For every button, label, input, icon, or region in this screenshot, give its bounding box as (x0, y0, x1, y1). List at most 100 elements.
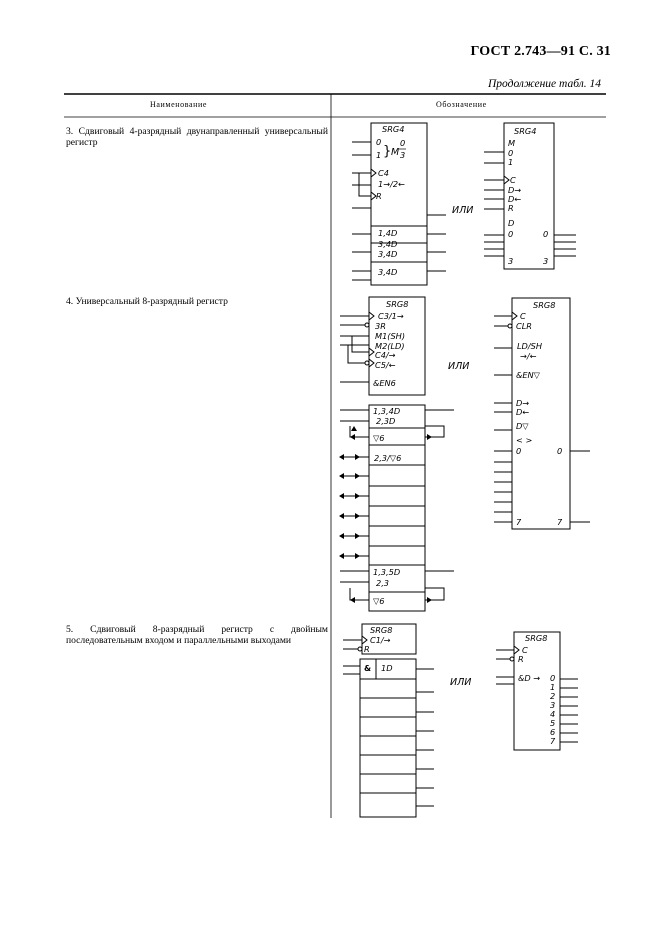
row4-right-clr: CLR (516, 321, 532, 331)
row3-right-c: C (510, 175, 516, 185)
row5-left-and: & (364, 663, 371, 673)
row4-right-d-tri: D▽ (516, 421, 529, 431)
or-label-row4: ИЛИ (448, 361, 469, 372)
row5-right-out-4: 4 (550, 709, 555, 719)
row5-left-symbol (343, 623, 434, 818)
row5-left-labels: SRG8 C1/→ R & 1D (364, 625, 393, 673)
row3-right-d-right: D→ (508, 185, 521, 195)
row3-right-symbol (484, 122, 576, 270)
row5-right-out-7: 7 (550, 736, 556, 746)
or-label-row5: ИЛИ (450, 677, 471, 688)
row4-left-bidir: 2,3/▽6 (374, 453, 401, 463)
row3-right-labels: SRG4 M 0 1 C D→ D← R D 0 0 3 3 (508, 126, 548, 266)
column-header-designation: Обозначение (436, 100, 487, 109)
row3-left-reset: R (376, 191, 382, 201)
row5-right-symbol (496, 631, 578, 751)
row3-left-mode-in-1: 1 (376, 150, 381, 160)
row4-left-top-cell-2: 2,3D (376, 416, 395, 426)
row3-left-shift: 1→/2← (378, 179, 405, 189)
row4-left-r: 3R (375, 321, 386, 331)
or-label-row3: ИЛИ (452, 205, 473, 216)
row3-left-symbol (352, 122, 446, 286)
row3-left-clock: C4 (378, 168, 389, 178)
table-grid (64, 93, 606, 818)
row4-left-arrows (339, 426, 432, 603)
row5-right-out-0: 0 (550, 673, 555, 683)
row4-right-symbol (494, 297, 590, 530)
row5-right-out-1: 1 (550, 682, 555, 692)
row4-left-title: SRG8 (386, 299, 408, 309)
row5-right-out-2: 2 (550, 691, 555, 701)
row5-right-d: &D → (518, 673, 540, 683)
row3-left-mode-label: M (391, 147, 399, 158)
row-5-name: 5. Сдвиговый 8-разрядный регистр с двойн… (66, 624, 328, 646)
row3-right-in0: 0 (508, 229, 513, 239)
row5-right-r: R (518, 654, 524, 664)
row-4-name: 4. Универсальный 8-разрядный регистр (66, 296, 228, 307)
page-header: ГОСТ 2.743—91 С. 31 (470, 44, 611, 59)
row3-left-labels: SRG4 0 1 } M 0 3 C4 1→/2← R 1,4D 3,4D 3,… (376, 124, 406, 277)
row4-left-c5: C5/← (375, 360, 396, 370)
row3-right-d-left: D← (508, 194, 521, 204)
row3-right-m1: 1 (508, 157, 513, 167)
row4-right-ld-sh: LD/SH (517, 341, 542, 351)
row3-left-cell-1a: 1,4D (378, 228, 397, 238)
row4-left-control-block (368, 296, 426, 396)
row3-right-out3: 3 (543, 256, 548, 266)
row5-right-outline (513, 631, 561, 751)
row3-left-outline (370, 122, 428, 286)
row-3-name: 3. Сдвиговый 4-разрядный двунаправленный… (66, 126, 328, 148)
row4-left-top-cell-1: 1,3,4D (373, 406, 400, 416)
row4-left-m2: M2(LD) (375, 341, 405, 351)
row4-right-out0: 0 (557, 446, 562, 456)
row5-left-d: 1D (381, 663, 393, 673)
row4-right-en: &EN▽ (516, 370, 541, 380)
row4-left-c4: C4/→ (375, 350, 396, 360)
row4-right-bidir: < > (516, 435, 532, 445)
row4-right-d-left: D← (516, 407, 529, 417)
row4-right-outline (511, 297, 571, 530)
row3-left-brace: } (383, 144, 391, 159)
row4-left-bot-cell-1: 1,3,5D (373, 567, 400, 577)
row4-left-labels: SRG8 C3/1→ 3R M1(SH) M2(LD) C4/→ C5/← &E… (373, 299, 408, 606)
row4-left-bot-cell-2: 2,3 (376, 578, 389, 588)
row5-right-title: SRG8 (525, 633, 547, 643)
row4-right-in7: 7 (516, 517, 522, 527)
row3-right-m0: 0 (508, 148, 513, 158)
row5-right-labels: SRG8 C R &D → 0 1 2 3 4 5 6 7 (518, 633, 556, 746)
row4-right-labels: SRG8 C CLR LD/SH →/← &EN▽ D→ D← D▽ < > 0… (516, 300, 563, 527)
row3-right-out0: 0 (543, 229, 548, 239)
row3-left-mode-top: 0 (400, 138, 405, 148)
row3-right-r: R (508, 203, 514, 213)
row4-right-title: SRG8 (533, 300, 555, 310)
row3-left-title: SRG4 (382, 124, 404, 134)
row4-right-in0: 0 (516, 446, 521, 456)
row5-right-out-5: 5 (550, 718, 555, 728)
row4-left-m1: M1(SH) (375, 331, 405, 341)
row3-left-mode-in-0: 0 (376, 137, 381, 147)
row5-right-c: C (522, 645, 528, 655)
row3-right-outline (503, 122, 555, 270)
row4-right-ld-sh-arrows: →/← (520, 351, 537, 361)
row4-right-d-right: D→ (516, 398, 529, 408)
row3-left-cell-3: 3,4D (378, 267, 397, 277)
row4-left-bot-cell-3: ▽6 (373, 596, 385, 606)
row3-left-mode-bot: 3 (400, 150, 405, 160)
row4-left-clk: C3/1→ (378, 311, 404, 321)
row3-right-m: M (508, 138, 515, 148)
row3-left-cell-2: 3,4D (378, 249, 397, 259)
row4-right-c: C (520, 311, 526, 321)
row4-left-top-cell-3: ▽6 (373, 433, 385, 443)
row4-left-en: &EN6 (373, 378, 396, 388)
row5-right-out-6: 6 (550, 727, 555, 737)
table-continuation-note: Продолжение табл. 14 (488, 78, 601, 90)
row3-right-d: D (508, 218, 514, 228)
column-header-name: Наименование (150, 100, 208, 109)
row5-left-control-block (361, 623, 417, 655)
row5-left-title: SRG8 (370, 625, 392, 635)
row4-left-register-block (368, 404, 426, 612)
row3-right-in3: 3 (508, 256, 513, 266)
row3-left-cell-1b: 3,4D (378, 239, 397, 249)
row5-left-c: C1/→ (370, 635, 391, 645)
